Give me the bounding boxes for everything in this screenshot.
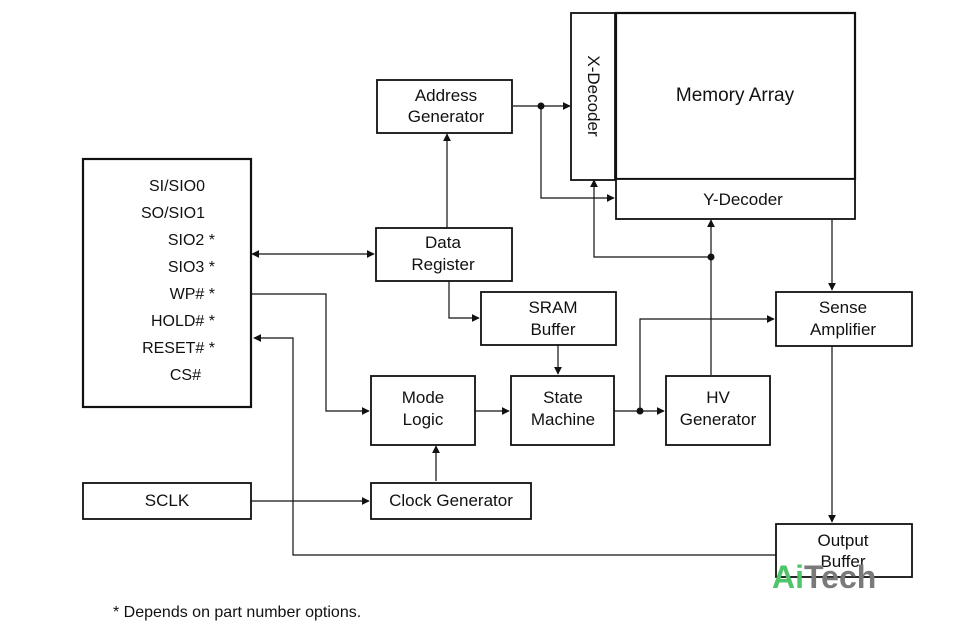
y-decoder-label: Y-Decoder [703,190,783,209]
y-decoder-block: Y-Decoder [615,178,856,220]
hv-generator-label-1: HV [706,388,730,407]
x-decoder-block: X-Decoder [570,12,616,181]
x-decoder-label: X-Decoder [584,55,603,137]
connections [251,102,836,556]
pin-so-sio1: SO/SIO1 [141,205,205,222]
data-register-label-1: Data [425,233,461,252]
sense-amplifier-label-1: Sense [819,298,867,317]
mode-logic-label-1: Mode [402,388,445,407]
hv-generator-label-2: Generator [680,410,757,429]
hv-generator-block: HV Generator [665,375,771,446]
pin-reset: RESET# * [142,340,215,357]
output-buffer-block: Output Buffer [775,523,913,578]
pin-wp: WP# * [170,286,215,303]
data-register-label-2: Register [411,255,475,274]
aitech-watermark-logo: AiTech [772,559,876,595]
mode-logic-label-2: Logic [403,410,444,429]
clock-generator-block: Clock Generator [370,482,532,520]
mode-logic-block: Mode Logic [370,375,476,446]
sense-amplifier-block: Sense Amplifier [775,291,913,347]
clock-generator-label: Clock Generator [389,491,513,510]
output-buffer-label-1: Output [817,531,868,550]
sram-buffer-block: SRAM Buffer [480,291,617,346]
address-generator-label-1: Address [415,86,477,105]
watermark-ai: Ai [772,559,804,595]
footnote: * Depends on part number options. [113,604,361,621]
memory-array-block: Memory Array [614,11,857,181]
sclk-block: SCLK [82,482,252,520]
data-register-block: Data Register [375,227,513,282]
memory-array-label: Memory Array [676,85,795,106]
sense-amplifier-label-2: Amplifier [810,320,876,339]
sram-buffer-label-1: SRAM [528,298,577,317]
pin-hold: HOLD# * [151,313,215,330]
sram-buffer-label-2: Buffer [530,320,575,339]
address-generator-label-2: Generator [408,107,485,126]
output-buffer-label-2: Buffer [820,552,865,571]
pin-sio2: SIO2 * [168,232,215,249]
address-generator-block: Address Generator [376,79,513,134]
svg-text:AiTech: AiTech [772,559,876,595]
pin-si-sio0: SI/SIO0 [149,178,205,195]
sclk-label: SCLK [145,491,190,510]
pin-block: SI/SIO0 SO/SIO1 SIO2 * SIO3 * WP# * HOLD… [81,157,253,409]
pin-cs: CS# [170,367,201,384]
watermark-tech: Tech [804,559,876,595]
state-machine-block: State Machine [510,375,615,446]
state-machine-label-2: Machine [531,410,595,429]
state-machine-label-1: State [543,388,583,407]
pin-sio3: SIO3 * [168,259,215,276]
